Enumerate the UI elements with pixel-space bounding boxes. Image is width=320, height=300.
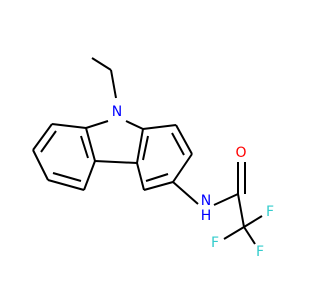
trifluoroacetamide-group xyxy=(172,162,263,245)
bond-cf3-f-bottom-right xyxy=(243,226,256,245)
molecule-structure-diagram: N N H O F F F xyxy=(32,57,274,260)
atom-f-top: F xyxy=(266,204,274,220)
bond-c4-c4a xyxy=(136,162,145,191)
atom-f-bottom-left: F xyxy=(211,235,219,251)
bond-cf3-f-top xyxy=(243,215,263,228)
atom-f-bottom-right-label: F xyxy=(256,244,264,260)
bond-c8a-c8 xyxy=(51,123,87,129)
bond-c9a-c4a-inner xyxy=(142,135,149,161)
atom-f-bottom-right: F xyxy=(256,244,264,260)
atom-o-carbonyl: O xyxy=(235,145,246,161)
left-benzene-ring xyxy=(32,123,96,191)
atom-o-carbonyl-label: O xyxy=(235,145,246,161)
bond-c9a-c4a xyxy=(136,128,144,164)
atom-h-amide-label: H xyxy=(201,208,212,224)
pyrrole-ring xyxy=(85,120,144,164)
ethyl-group xyxy=(91,57,117,99)
bond-c3-c4-inner xyxy=(145,173,169,182)
bond-c8a-c4b xyxy=(85,127,96,162)
atom-n-amide-label: N xyxy=(201,193,211,209)
bond-c4b-c4a xyxy=(94,160,138,164)
bond-carbonyl-cf3 xyxy=(237,193,245,228)
bond-c3-n-amide xyxy=(172,181,199,205)
bond-c5-c4b xyxy=(83,160,96,191)
bond-c3-c4 xyxy=(143,181,174,191)
bond-ch2-n xyxy=(110,69,117,99)
atom-n-ring-label: N xyxy=(112,104,122,120)
bond-c1-c2 xyxy=(175,124,193,155)
bond-n-c9a xyxy=(125,120,144,130)
atom-n-ring: N xyxy=(112,104,122,120)
bond-c8-c7 xyxy=(32,123,53,151)
bond-c2-c3 xyxy=(172,153,193,183)
bond-ch3-ch2 xyxy=(91,57,112,71)
bond-c6-c5-inner xyxy=(52,172,82,182)
bond-n-amide-carbonyl xyxy=(213,193,239,206)
bond-n-c8a xyxy=(85,120,109,129)
bond-c9a-c1 xyxy=(142,124,177,130)
bond-c1-c2-inner xyxy=(171,132,185,156)
bond-c7-c6 xyxy=(32,149,49,181)
atom-f-bottom-left-label: F xyxy=(211,235,219,251)
bond-c8a-c4b-inner xyxy=(80,135,89,159)
bond-c7-c7-inner xyxy=(40,130,57,153)
atom-f-top-label: F xyxy=(266,204,274,220)
bond-c6-c5 xyxy=(47,179,85,191)
bond-cf3-f-bottom-left xyxy=(223,226,245,240)
atom-n-amide: N H xyxy=(201,193,212,224)
right-benzene-ring xyxy=(136,124,193,191)
atom-labels: N N H O F F F xyxy=(112,104,274,260)
